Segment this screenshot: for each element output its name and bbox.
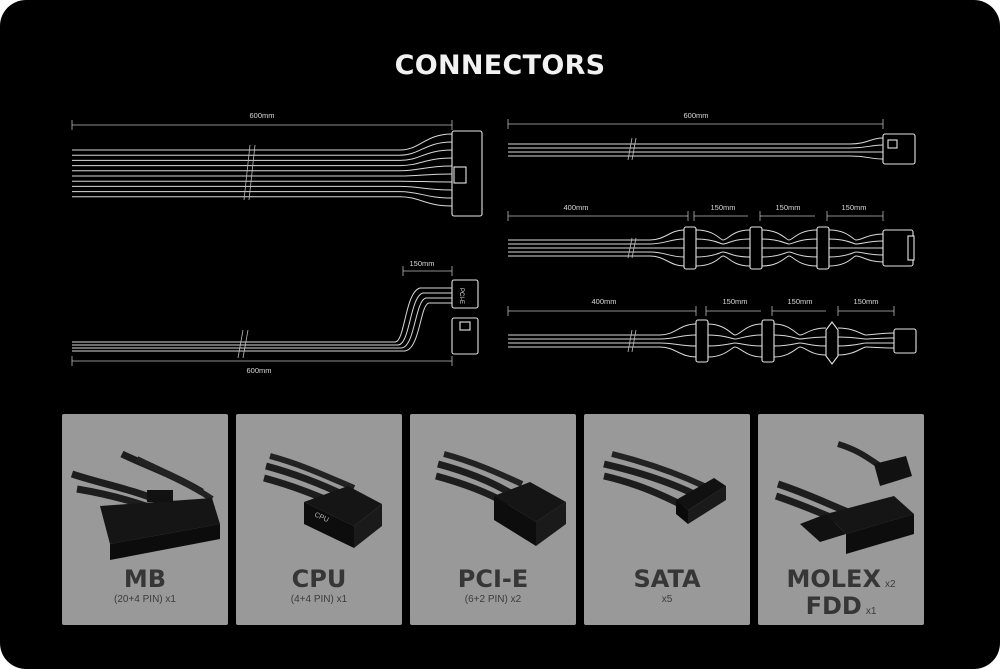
wire-line [72,149,453,161]
molex-seg1-label: 150mm [722,297,747,306]
wire-line [72,157,453,167]
wire-line [837,342,894,347]
wire-line [761,255,818,267]
molex-cable-drawing: 400mm 150mm 150mm 150mm [507,297,917,365]
wire-line [508,137,884,145]
wire-line [761,251,818,258]
card-pcie-sub: (6+2 PIN) x2 [464,594,522,605]
wire-line [72,185,453,191]
wire-line [649,251,685,258]
card-mb-sub: (20+4 PIN) x1 [114,594,176,605]
sata-seg1-label: 150mm [710,203,735,212]
wire-line [649,229,685,241]
card-pcie-name: PCI-E [457,565,529,593]
cpu-pcie-cable-drawing: 150mm PCI-E 600mm [71,259,479,375]
wire-line [707,342,763,347]
wire-line [72,141,453,156]
molex-seg3-label: 150mm [853,297,878,306]
wire-line [773,342,827,347]
wire-line [773,334,827,340]
wire-line [828,255,884,267]
sata-seg2-label: 150mm [775,203,800,212]
card-pcie: PCI-E (6+2 PIN) x2 [410,414,576,625]
wire-line [72,165,453,172]
wire-line [72,180,453,183]
sata-connector-image [603,451,726,524]
wire-line [707,334,763,340]
card-cpu-name: CPU [291,565,347,593]
wire-line [508,144,884,149]
card-cpu: CPU CPU (4+4 PIN) x1 [236,414,402,625]
molex-seg2-label: 150mm [787,297,812,306]
card-sata-sub: x5 [661,594,673,605]
card-molex-qty: x2 [884,579,896,590]
wire-line [695,229,751,241]
wire-line [72,191,453,199]
wire-line [695,255,751,267]
pcie-length-label: 600mm [683,111,708,120]
wire-line [695,238,751,245]
molex-connector-image [774,441,914,554]
connector-diagram: 600mm 150mm PCI-E 600mm [71,111,917,375]
wire-line [761,238,818,245]
sata-first-label: 400mm [563,203,588,212]
cpu-length-label: 600mm [246,366,271,375]
wire-line [707,346,763,358]
card-mb-name: MB [123,565,167,593]
loop-length-label: 150mm [409,259,434,268]
wire-line [828,251,884,258]
wire-line [72,196,453,207]
wire-line [659,334,697,340]
wire-line [837,336,895,340]
cpu-connector-image: CPU [263,453,382,548]
wire-line [649,255,685,267]
mb-cable-drawing: 600mm [71,111,483,217]
card-sata-name: SATA [633,565,701,593]
card-mb: MB (20+4 PIN) x1 [62,414,228,625]
mb-length-label: 600mm [249,111,274,120]
sata-seg3-label: 150mm [841,203,866,212]
wire-line [837,327,895,336]
wire-line [773,323,827,336]
card-sata: SATA x5 [584,414,750,625]
pcie-connector-image [435,451,566,546]
wire-line [72,133,453,151]
wire-line [828,229,884,241]
card-fdd-qty: x1 [865,606,877,617]
page-title: CONNECTORS [394,50,606,81]
wire-line [828,238,884,245]
sata-cable-drawing: 400mm 150mm 150mm 150mm [507,203,915,270]
wire-line [837,346,895,356]
pcie-connector-text: PCI-E [458,288,464,304]
wire-line [508,155,884,160]
wire-line [659,323,697,336]
molex-first-label: 400mm [591,297,616,306]
wire-line [695,251,751,258]
wire-line [761,229,818,241]
wire-line [773,346,827,358]
wire-line [659,342,697,347]
wire-line [659,346,697,358]
card-cpu-sub: (4+4 PIN) x1 [290,594,348,605]
mb-connector-image [70,450,220,560]
pcie-cable-drawing: 600mm [507,111,916,165]
wire-line [707,323,763,336]
wire-line [72,173,453,177]
wire-line [649,238,685,245]
